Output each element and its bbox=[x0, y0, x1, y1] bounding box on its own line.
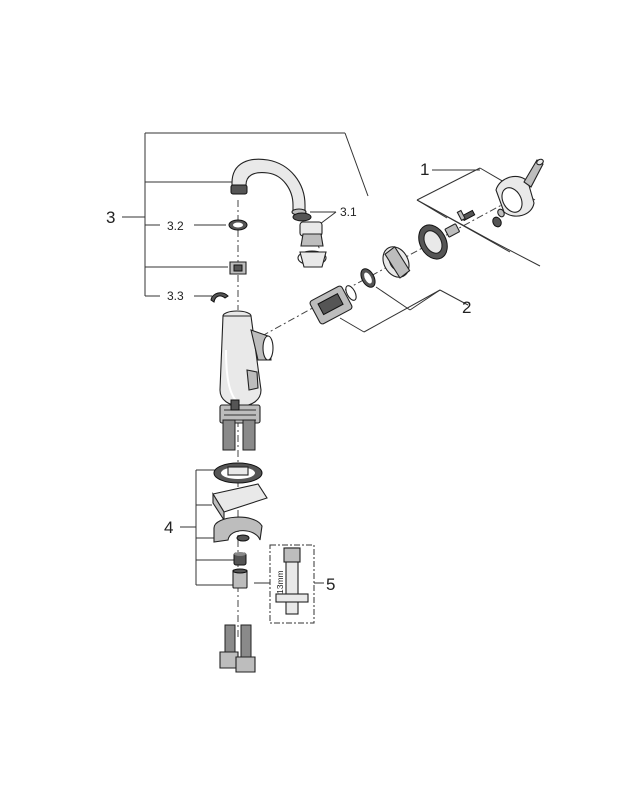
cover-ring-part bbox=[418, 224, 448, 260]
tool-size-label: 13mm bbox=[275, 570, 285, 594]
tool-box-5 bbox=[254, 544, 324, 624]
cartridge-part bbox=[309, 285, 357, 325]
wrench-tool bbox=[275, 547, 309, 615]
clip-part bbox=[229, 261, 247, 275]
nut-part bbox=[233, 552, 247, 566]
spindle-adapter-part bbox=[444, 223, 460, 238]
callout-2-label: 2 bbox=[462, 298, 471, 317]
cap-screw-part bbox=[492, 208, 505, 228]
set-screw-part bbox=[456, 209, 476, 222]
callout-1-label: 1 bbox=[420, 160, 429, 179]
o-ring-part bbox=[360, 268, 376, 288]
callout-4-label: 4 bbox=[164, 518, 173, 537]
spout-part bbox=[230, 158, 307, 216]
mounting-ring-part bbox=[213, 462, 263, 484]
callout-5-label: 5 bbox=[326, 575, 335, 594]
supply-hoses bbox=[219, 624, 256, 673]
cartridge-nut-part bbox=[382, 246, 411, 279]
callout-3-1-label: 3.1 bbox=[340, 205, 357, 219]
spring-clip-part bbox=[210, 292, 229, 303]
faucet-body bbox=[219, 310, 274, 407]
base-fittings bbox=[219, 399, 261, 451]
callout-3-3-label: 3.3 bbox=[167, 289, 184, 303]
gasket-part bbox=[228, 219, 248, 231]
callout-3-2-label: 3.2 bbox=[167, 219, 184, 233]
callout-3-label: 3 bbox=[106, 208, 115, 227]
aerator-parts bbox=[292, 212, 327, 268]
stud-part bbox=[232, 568, 248, 589]
lever-handle-part bbox=[495, 158, 544, 217]
horseshoe-washer-part bbox=[213, 516, 263, 543]
mounting-plate-part bbox=[212, 483, 268, 522]
bracket-2 bbox=[339, 286, 469, 333]
